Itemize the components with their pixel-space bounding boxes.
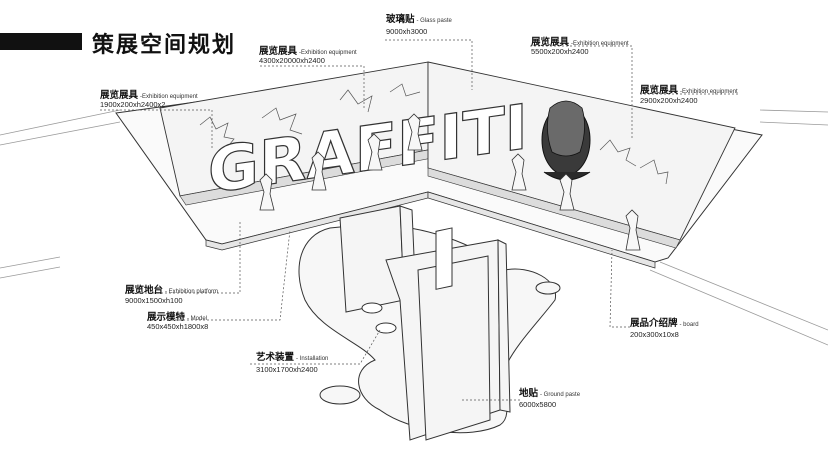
label-cn: 展示模特: [147, 312, 186, 323]
label-equipment-a: 展览展具-Exhibition equipment: [259, 42, 357, 58]
label-ground-paste: 地贴- Ground paste: [519, 384, 580, 400]
label-en: -Exhibition equipment: [571, 41, 629, 47]
page-title: 策展空间规划: [92, 33, 237, 58]
dim-model: 450x450xh1800x8: [147, 322, 209, 331]
dim-equipment-b: 5500x200xh2400: [531, 47, 589, 56]
label-cn: 展览展具: [100, 90, 139, 101]
label-cn: 展览展具: [259, 46, 298, 57]
label-cn: 艺术装置: [256, 352, 295, 363]
label-en: - Exhibition platform: [165, 289, 219, 295]
label-equipment-c: 展览展具-Exhibition equipment: [100, 86, 198, 102]
label-en: - Ground paste: [540, 392, 581, 398]
dim-board: 200x300x10x8: [630, 330, 679, 339]
label-board: 展品介绍牌- board: [630, 314, 699, 330]
label-equipment-b: 展览展具-Exhibition equipment: [531, 33, 629, 49]
room-perspective-lines: [0, 109, 828, 346]
mannequin: [559, 173, 575, 211]
label-model: 展示模特- Model: [147, 308, 207, 324]
label-en: -Exhibition equipment: [299, 50, 357, 56]
label-en: -Exhibition equipment: [680, 89, 738, 95]
mannequin: [625, 209, 641, 251]
label-exhibition-platform: 展览地台- Exhibition platform: [125, 281, 218, 297]
art-installation: [339, 205, 511, 441]
dim-equipment-c: 1900x200xh2400x2: [100, 100, 166, 109]
label-en: - Installation: [296, 356, 329, 362]
label-cn: 展览地台: [125, 285, 164, 296]
dim-equipment-d: 2900x200xh2400: [640, 96, 698, 105]
label-cn: 展览展具: [531, 37, 570, 48]
label-en: - board: [679, 322, 699, 328]
label-glass-paste: 玻璃贴- Glass paste: [386, 10, 452, 26]
dim-ground-paste: 6000x5800: [519, 400, 557, 409]
label-equipment-d: 展览展具-Exhibition equipment: [640, 81, 738, 97]
label-cn: 展览展具: [640, 85, 679, 96]
dim-equipment-a: 4300x20000xh2400: [259, 56, 325, 65]
mannequin: [407, 113, 423, 151]
mannequin: [259, 173, 275, 211]
dim-installation: 3100x1700xh2400: [256, 365, 318, 374]
label-en: - Model: [187, 316, 208, 322]
label-en: - Glass paste: [416, 18, 452, 24]
label-cn: 展品介绍牌: [630, 318, 678, 329]
title-bar-accent: [0, 33, 82, 50]
mannequin: [511, 153, 527, 191]
label-cn: 地贴: [519, 388, 539, 399]
leader-lines: [100, 39, 740, 401]
label-cn: 玻璃贴: [386, 14, 415, 25]
portrait-artwork: [541, 100, 591, 181]
dim-glass-paste: 9000xh3000: [386, 27, 428, 36]
mannequin: [311, 151, 327, 191]
label-installation: 艺术装置- Installation: [256, 348, 328, 364]
mannequin-models: [259, 113, 641, 251]
mannequin: [367, 133, 383, 171]
dim-exhibition-platform: 9000x1500xh100: [125, 296, 183, 305]
label-en: -Exhibition equipment: [140, 94, 198, 100]
